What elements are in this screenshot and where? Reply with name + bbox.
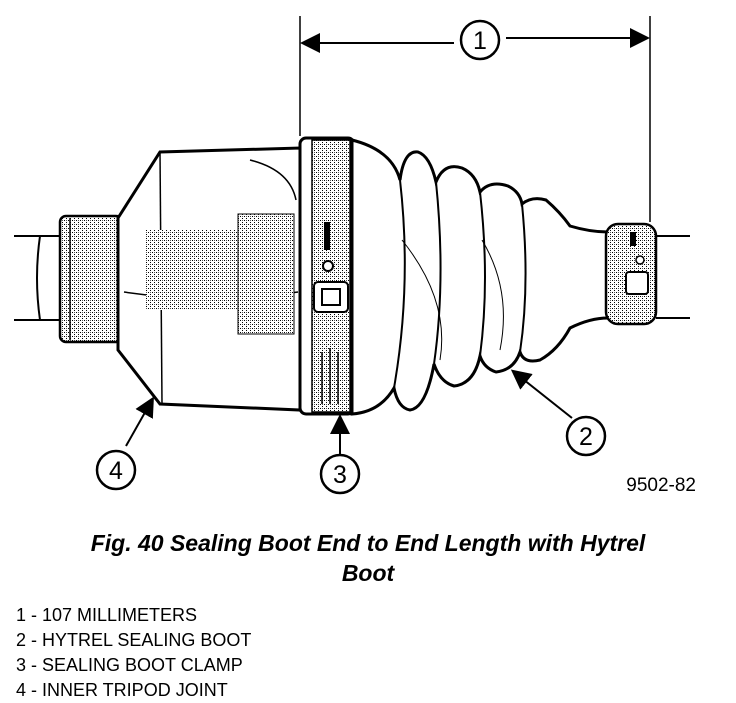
callout-2: 2 xyxy=(565,415,607,457)
callout-4: 4 xyxy=(95,449,137,491)
figure-caption: Fig. 40 Sealing Boot End to End Length w… xyxy=(0,528,736,588)
caption-line-1: Fig. 40 Sealing Boot End to End Length w… xyxy=(90,530,646,556)
clamp-band xyxy=(298,136,356,416)
small-clamp xyxy=(604,222,658,326)
figure-code: 9502-82 xyxy=(626,475,696,496)
callout-3-label: 3 xyxy=(333,461,347,489)
dimension-line xyxy=(299,16,651,222)
leader-arrows xyxy=(125,369,573,454)
caption-line-2: Boot xyxy=(341,560,395,586)
boot-diagram: 1 2 3 4 9502-82 xyxy=(14,16,696,496)
legend-list: 1 - 107 MILLIMETERS 2 - HYTREL SEALING B… xyxy=(16,603,251,703)
left-collar xyxy=(58,214,124,344)
right-shaft xyxy=(656,235,690,319)
legend-item-2: 2 - HYTREL SEALING BOOT xyxy=(16,630,252,650)
callout-3: 3 xyxy=(319,453,361,495)
legend-item-3: 3 - SEALING BOOT CLAMP xyxy=(16,655,243,675)
callout-2-label: 2 xyxy=(579,423,593,451)
legend-item-1: 1 - 107 MILLIMETERS xyxy=(16,605,198,625)
legend-item-4: 4 - INNER TRIPOD JOINT xyxy=(16,680,228,700)
left-shaft xyxy=(14,235,64,321)
callout-1-label: 1 xyxy=(473,27,487,55)
bellows-boot xyxy=(350,138,610,416)
tripod-housing xyxy=(116,146,302,412)
callout-4-label: 4 xyxy=(109,457,123,485)
callout-1: 1 xyxy=(459,19,501,61)
